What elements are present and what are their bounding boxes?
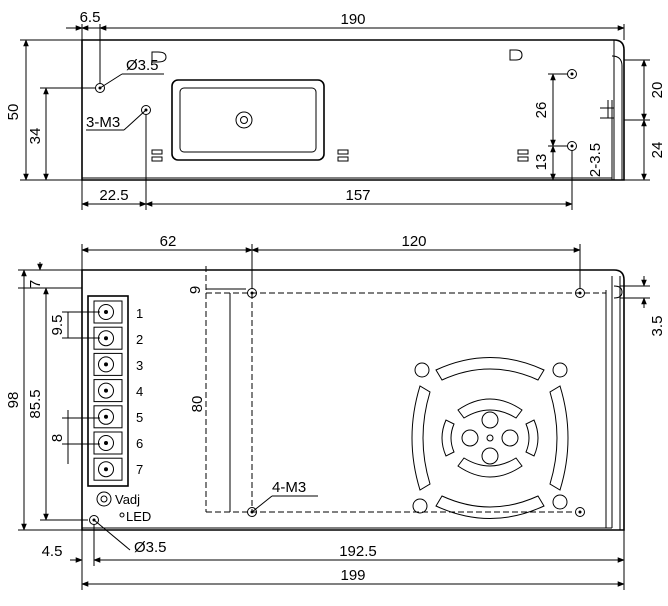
dim-hole-dia: Ø3.5: [126, 57, 159, 74]
terminal-label-4: 4: [136, 384, 143, 399]
front-view: 1 2 3 4 5 6 7 Vadj LED: [5, 233, 666, 590]
terminal-screw-icon: [93, 431, 123, 455]
front-view-chassis: [81, 269, 625, 531]
front-view-holes: [89, 285, 623, 525]
dim-50: 50: [5, 104, 22, 121]
dim-8: 8: [49, 434, 66, 442]
dim-62: 62: [160, 233, 177, 250]
top-view: 190 6.5 Ø3.5 3-M3 50 34 22.5 157 26 13 2…: [5, 9, 666, 210]
dim-98: 98: [5, 392, 22, 409]
terminal-screw-icon: [93, 379, 123, 403]
dim-9-5: 9.5: [49, 315, 66, 336]
dim-13: 13: [533, 154, 550, 171]
dim-4-5: 4.5: [42, 543, 63, 560]
dim-2-3-5: 2-3.5: [587, 143, 604, 177]
terminal-block-frame: [87, 295, 129, 487]
dim-80: 80: [189, 396, 206, 413]
fan-grill-icon: [411, 357, 569, 519]
front-view-dimensions: [18, 244, 650, 590]
led-icon: [119, 512, 125, 518]
vadj-label: Vadj: [115, 492, 140, 507]
terminal-label-7: 7: [136, 462, 143, 477]
terminal-screw-icon: [93, 457, 123, 481]
dim-6-5: 6.5: [80, 9, 101, 26]
dim-7: 7: [27, 280, 44, 288]
dim-4-m3: 4-M3: [272, 479, 306, 496]
vadj-potentiometer-icon: [96, 491, 112, 507]
terminal-block: [87, 295, 129, 487]
top-view-dimensions: [20, 24, 650, 210]
dim-85-5: 85.5: [27, 389, 44, 418]
dim-34: 34: [27, 128, 44, 145]
top-view-window: [171, 79, 325, 161]
top-view-holes: [95, 69, 577, 151]
front-view-board: [205, 266, 606, 513]
dim-9: 9: [187, 286, 204, 294]
dim-20: 20: [649, 82, 666, 99]
dim-120: 120: [401, 233, 426, 250]
terminal-label-6: 6: [136, 436, 143, 451]
dim-26: 26: [533, 102, 550, 119]
dim-3-5: 3.5: [649, 316, 666, 337]
dim-157: 157: [345, 187, 370, 204]
terminal-screw-icon: [93, 405, 123, 429]
top-view-chassis: [81, 39, 625, 181]
dim-190: 190: [340, 11, 365, 28]
dim-24: 24: [649, 142, 666, 159]
dim-199: 199: [340, 567, 365, 584]
terminal-label-5: 5: [136, 410, 143, 425]
terminal-label-1: 1: [136, 306, 143, 321]
terminal-screw-icon: [93, 352, 123, 376]
terminal-label-2: 2: [136, 332, 143, 347]
dim-front-hole-dia: Ø3.5: [134, 539, 167, 556]
dim-3-m3: 3-M3: [86, 114, 120, 131]
terminal-label-3: 3: [136, 358, 143, 373]
dim-192-5: 192.5: [339, 543, 377, 560]
dim-22-5: 22.5: [99, 187, 128, 204]
led-label: LED: [126, 509, 151, 524]
top-view-vents: [151, 149, 529, 162]
